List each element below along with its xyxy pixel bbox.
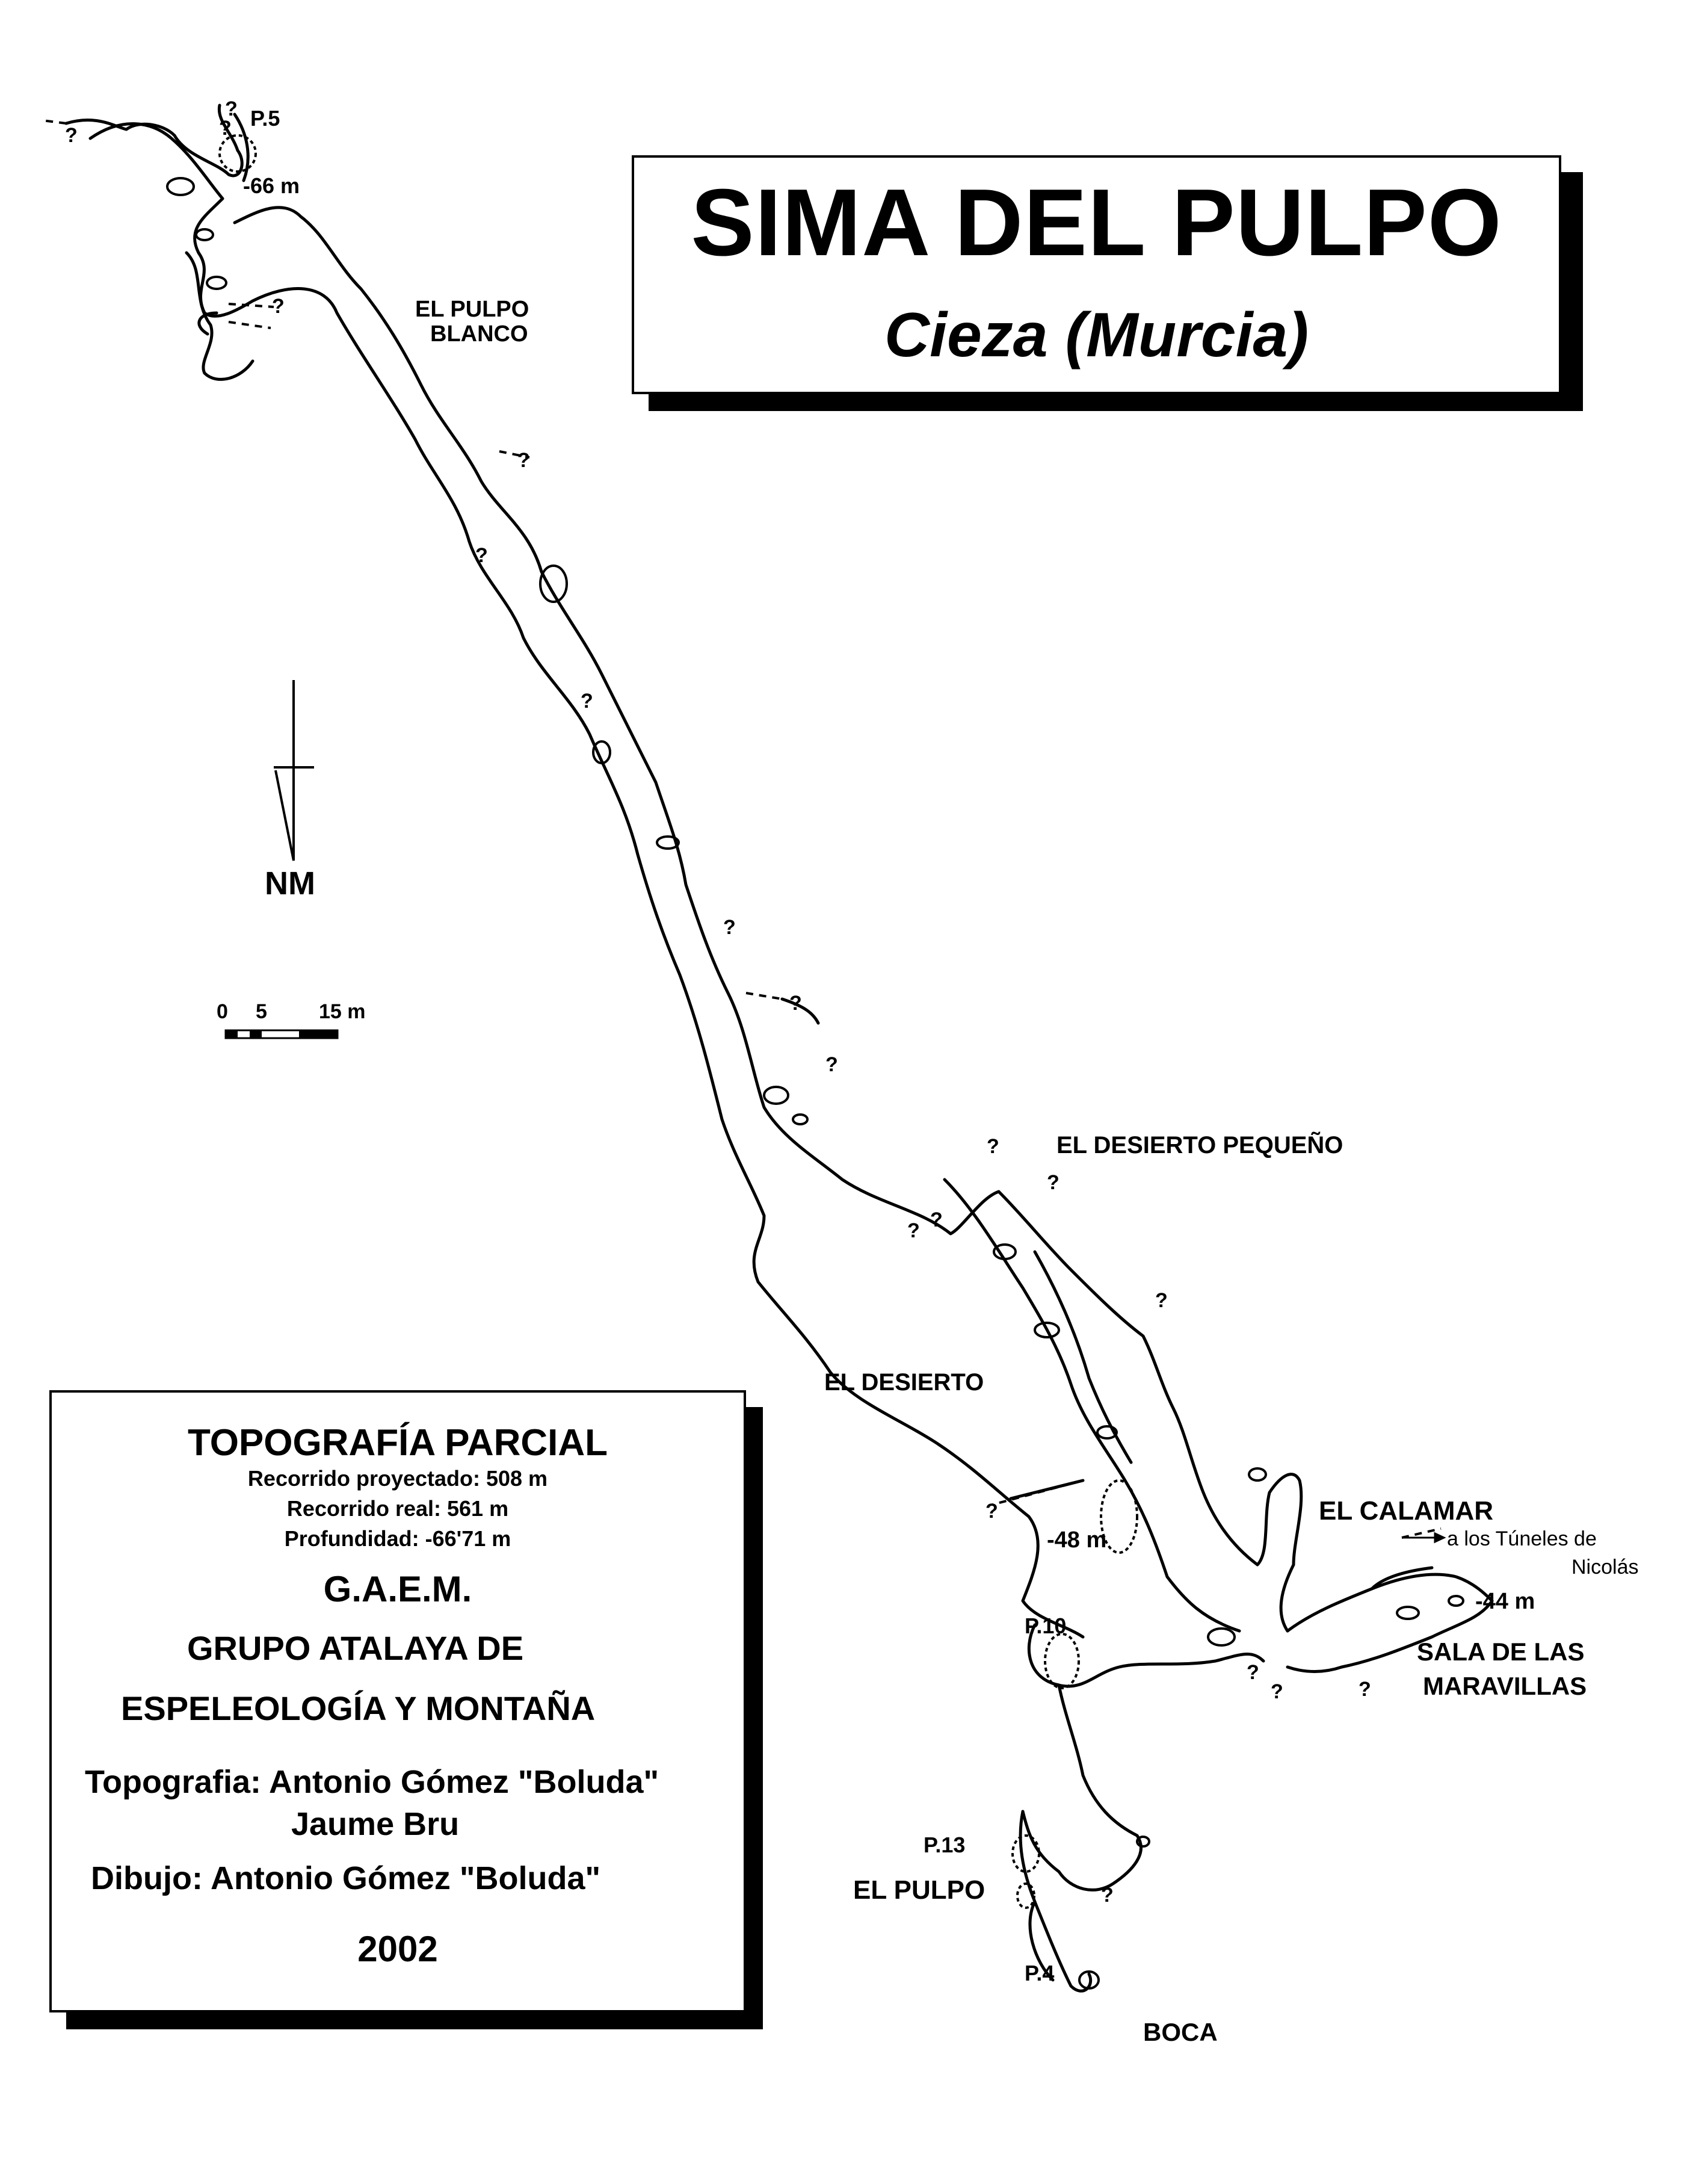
info-stat-depth: Profundidad: -66'71 m: [284, 1526, 511, 1551]
info-stat-projected: Recorrido proyectado: 508 m: [247, 1466, 548, 1491]
lower-gallery: [1027, 1623, 1265, 1688]
unknown-mark: ?: [65, 124, 78, 147]
unknown-mark: ?: [1359, 1678, 1371, 1701]
unknown-mark: ?: [789, 992, 802, 1015]
info-box: TOPOGRAFÍA PARCIAL Recorrido proyectado:…: [49, 1390, 746, 2012]
unknown-mark: ?: [517, 449, 530, 472]
unknown-mark: ?: [219, 117, 232, 140]
desierto-right-branch: [997, 1190, 1303, 1633]
label-p10: P.10: [1025, 1613, 1067, 1638]
scale-tick-5: 5: [256, 1000, 267, 1023]
label-pulpo: EL PULPO: [853, 1875, 985, 1905]
unknown-mark: ?: [1047, 1171, 1059, 1194]
unknown-mark: ?: [475, 544, 488, 567]
map-subtitle: Cieza (Murcia): [884, 300, 1309, 370]
unknown-mark: ?: [930, 1208, 943, 1231]
unknown-mark: ?: [987, 1135, 999, 1158]
label-desierto-pequeno: EL DESIERTO PEQUEÑO: [1056, 1132, 1343, 1159]
info-year: 2002: [357, 1929, 438, 1969]
info-topografia-2: Jaume Bru: [291, 1806, 460, 1842]
gallery-wall-left: [88, 122, 1085, 1639]
unknown-mark: ?: [907, 1219, 920, 1242]
label-pulpo-blanco-1: EL PULPO: [415, 297, 529, 322]
label-calamar: EL CALAMAR: [1319, 1496, 1494, 1526]
info-heading: TOPOGRAFÍA PARCIAL: [187, 1422, 608, 1464]
unknown-mark: ?: [1155, 1289, 1168, 1312]
info-org-name-1: GRUPO ATALAYA DE: [187, 1629, 524, 1667]
unknown-mark: ?: [1271, 1680, 1283, 1703]
label-depth-66: -66 m: [243, 173, 300, 198]
label-tuneles-2: Nicolás: [1571, 1556, 1639, 1579]
label-depth-48: -48 m: [1047, 1527, 1107, 1553]
label-depth-44: -44 m: [1475, 1589, 1535, 1614]
info-topografia-1: Topografia: Antonio Gómez "Boluda": [85, 1764, 659, 1800]
info-dibujo: Dibujo: Antonio Gómez "Boluda": [91, 1860, 601, 1896]
scale-tick-15: 15 m: [319, 1000, 366, 1023]
unknown-mark: ?: [225, 97, 238, 120]
map-title: SIMA DEL PULPO: [691, 170, 1502, 276]
info-org-acronym: G.A.E.M.: [323, 1569, 472, 1609]
sala-maravillas-outline: [1286, 1573, 1494, 1673]
label-p13: P.13: [924, 1833, 966, 1857]
scale-bar: [224, 1029, 339, 1039]
info-stat-real: Recorrido real: 561 m: [286, 1496, 509, 1521]
info-org-name-2: ESPELEOLOGÍA Y MONTAÑA: [121, 1689, 596, 1727]
label-boca: BOCA: [1143, 2018, 1218, 2046]
north-label: NM: [265, 865, 315, 902]
unknown-mark: ?: [723, 916, 736, 939]
unknown-mark: ?: [825, 1053, 838, 1076]
unknown-mark: ?: [985, 1500, 998, 1523]
unknown-mark: ?: [581, 690, 593, 713]
north-arrow: [274, 680, 314, 861]
desierto-left-branch: [943, 1178, 1241, 1633]
label-tuneles-1: a los Túneles de: [1447, 1527, 1597, 1550]
label-pulpo-blanco-2: BLANCO: [430, 321, 528, 347]
gallery-wall-right: [233, 206, 1001, 1236]
scale-tick-0: 0: [217, 1000, 228, 1023]
unknown-mark: ?: [1101, 1884, 1114, 1907]
label-p5: P.5: [250, 106, 280, 131]
label-p4: P.4: [1025, 1961, 1055, 1985]
label-desierto: EL DESIERTO: [824, 1369, 984, 1396]
label-sala-2: MARAVILLAS: [1423, 1672, 1587, 1700]
label-sala-1: SALA DE LAS: [1417, 1638, 1585, 1666]
unknown-mark: ?: [272, 295, 285, 318]
unknown-mark: ?: [1247, 1661, 1259, 1684]
title-box: SIMA DEL PULPO Cieza (Murcia): [632, 155, 1561, 394]
